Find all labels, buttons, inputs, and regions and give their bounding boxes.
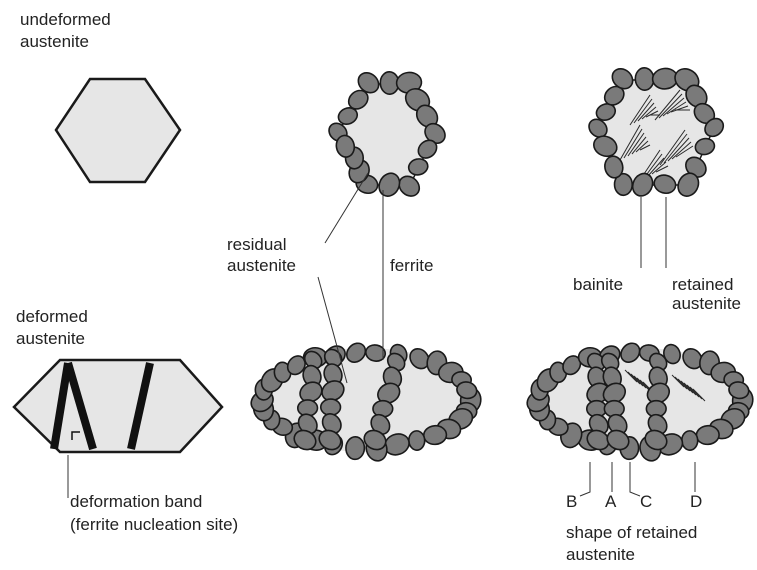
label-undeformed-austenite: austenite <box>20 32 89 51</box>
label-undeformed: undeformed <box>20 10 111 29</box>
label-bainite: bainite <box>573 275 623 294</box>
label-D: D <box>690 492 702 511</box>
leader-line <box>580 462 590 496</box>
label-shape-austenite: austenite <box>566 545 635 564</box>
ferrite-grain <box>635 67 654 90</box>
label-retained-austenite: austenite <box>672 294 741 313</box>
label-deformed-austenite: austenite <box>16 329 85 348</box>
label-retained: retained <box>672 275 733 294</box>
ferrite-grain <box>409 431 426 451</box>
ferrite-grain <box>346 437 365 460</box>
label-C: C <box>640 492 652 511</box>
label-nucleation-site: (ferrite nucleation site) <box>70 515 238 534</box>
ferrite-rim-grain <box>325 69 449 200</box>
undeformed-austenite-grain <box>56 79 180 182</box>
ferrite-grain <box>682 431 699 451</box>
bainite-grain <box>585 64 726 199</box>
label-A: A <box>605 492 617 511</box>
label-deformed: deformed <box>16 307 88 326</box>
deformed-grain-outline <box>14 360 222 452</box>
label-B: B <box>566 492 577 511</box>
leader-line <box>630 462 640 496</box>
label-ferrite: ferrite <box>390 256 433 275</box>
label-residual: residual <box>227 235 287 254</box>
label-shape-of-retained: shape of retained <box>566 523 697 542</box>
label-residual-austenite: austenite <box>227 256 296 275</box>
deformed-ferrite-grain <box>247 339 482 463</box>
deformed-bainite-grain <box>523 339 754 463</box>
label-deformation-band: deformation band <box>70 492 202 511</box>
ferrite-grain <box>321 399 341 415</box>
leader-line <box>325 173 368 243</box>
deformed-austenite-grain <box>14 360 222 452</box>
